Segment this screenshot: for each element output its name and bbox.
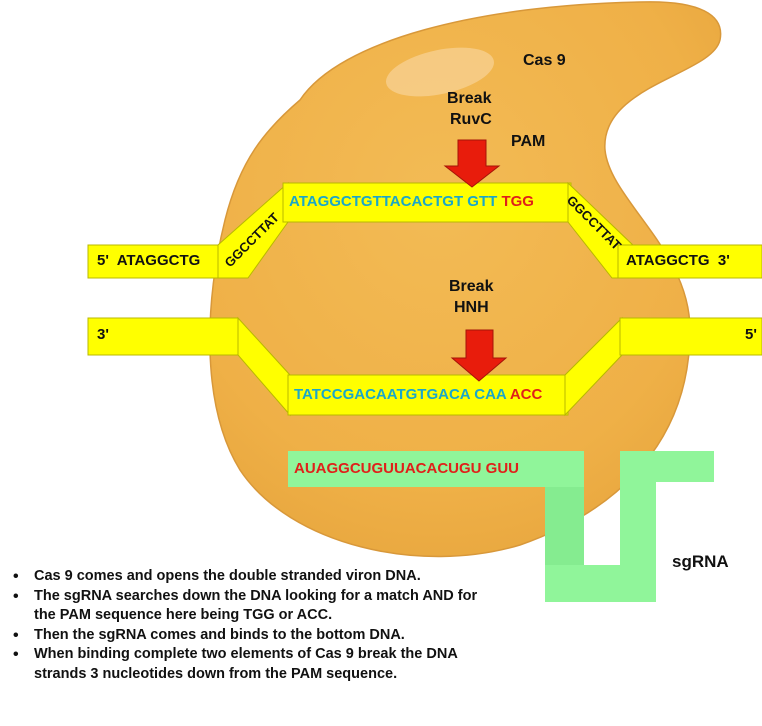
top-strand-left-sequence: 5' ATAGGCTG bbox=[97, 252, 200, 269]
top-strand-center-sequence: ATAGGCTGTTACACTGT GTT TGG bbox=[289, 193, 534, 210]
bottom-strand-pam: ACC bbox=[510, 386, 543, 403]
top-strand-pam: TGG bbox=[501, 193, 534, 210]
break-ruvc-label-line1: Break bbox=[447, 90, 491, 108]
break-ruvc-label-line2: RuvC bbox=[450, 111, 492, 129]
sgrna-label: sgRNA bbox=[672, 552, 729, 572]
explanation-list: Cas 9 comes and opens the double strande… bbox=[10, 567, 480, 684]
bottom-strand-left-label: 3' bbox=[97, 326, 109, 343]
bottom-strand-center-sequence: TATCCGACAATGTGACA CAA ACC bbox=[294, 386, 542, 403]
sgrna-sequence: AUAGGCUGUUACACUGU GUU bbox=[294, 460, 519, 477]
sgrna-hairpin-shade bbox=[545, 487, 584, 565]
pam-label: PAM bbox=[511, 133, 545, 151]
bottom-strand-cyan: TATCCGACAATGTGACA CAA bbox=[294, 386, 506, 403]
bullet-item: Cas 9 comes and opens the double strande… bbox=[10, 567, 480, 587]
cas9-label: Cas 9 bbox=[523, 52, 566, 70]
break-hnh-label-line2: HNH bbox=[454, 299, 489, 317]
bullet-item: When binding complete two elements of Ca… bbox=[10, 645, 480, 684]
bullet-item: Then the sgRNA comes and binds to the bo… bbox=[10, 626, 480, 646]
break-hnh-label-line1: Break bbox=[449, 278, 493, 296]
bottom-strand-left-end bbox=[88, 318, 238, 355]
bottom-strand-right-end bbox=[620, 318, 762, 355]
bottom-strand-right-label: 5' bbox=[745, 326, 757, 343]
top-strand-cyan: ATAGGCTGTTACACTGT GTT bbox=[289, 193, 497, 210]
bullet-item: The sgRNA searches down the DNA looking … bbox=[10, 587, 480, 626]
top-strand-right-sequence: ATAGGCTG 3' bbox=[626, 252, 730, 269]
